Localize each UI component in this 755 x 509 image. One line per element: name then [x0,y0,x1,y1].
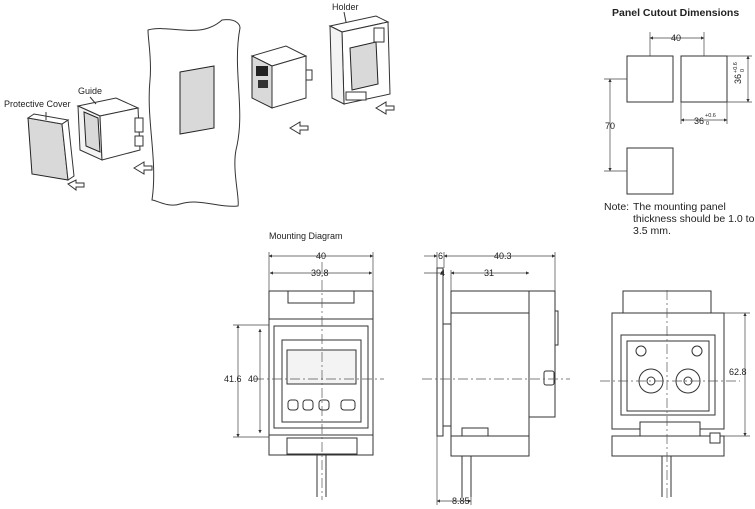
cutout-square-1 [626,55,674,103]
guide-label: Guide [78,86,102,96]
side-view [422,252,570,505]
panel-cutout-drawing [604,32,752,195]
note-text: The mounting panel thickness should be 1… [633,201,755,237]
exploded-assembly: Protective Cover Guide [4,2,395,207]
controller-unit [250,45,313,109]
cutout-tol-upper-h: +0.6 [705,113,716,119]
cutout-pitch-v: 70 [605,121,615,131]
mounting-diagram-title: Mounting Diagram [269,231,343,241]
holder-label: Holder [332,2,359,12]
protective-cover-label: Protective Cover [4,99,71,109]
mounting-note: Note: The mounting panel thickness shoul… [604,201,754,241]
cutout-square-2 [680,55,728,103]
rear-view [600,290,750,500]
side-front-thickness: 6 [438,251,443,261]
guide-leader [89,96,97,105]
assembly-arrow-2 [133,161,153,175]
front-width-outer: 40 [316,251,326,261]
cutout-size-h: 36 [694,116,704,126]
panel-cutout-title: Panel Cutout Dimensions [612,7,739,19]
assembly-arrow-3 [289,121,309,135]
front-height-inner: 40 [248,374,258,384]
front-width-inner: 39.8 [311,268,329,278]
guide-part [76,97,144,161]
assembly-arrow-4 [375,101,395,115]
cutout-tol-upper-v: +0.6 [733,62,739,73]
holder-part [328,15,391,105]
cutout-pitch-h: 40 [671,33,681,43]
rear-height: 62.8 [729,367,747,377]
cutout-tol-lower-v: 0 [740,69,746,72]
side-bezel: 4 [440,268,445,278]
front-view [233,252,384,500]
protective-cover [26,113,75,181]
cutout-square-3 [626,147,674,195]
holder-leader [343,11,347,23]
cutout-size-v: 36 [733,74,743,84]
note-label: Note: [604,201,630,213]
cutout-tol-lower-h: 0 [706,121,709,127]
cutout-size-v-group: 36 +0.6 0 [733,62,746,84]
panel-sheet [147,19,241,207]
side-cable-offset: 8.85 [452,496,470,506]
side-body-depth: 31 [484,268,494,278]
assembly-arrow-1 [67,179,85,191]
side-depth-total: 40.3 [494,251,512,261]
front-height-outer: 41.6 [224,374,242,384]
